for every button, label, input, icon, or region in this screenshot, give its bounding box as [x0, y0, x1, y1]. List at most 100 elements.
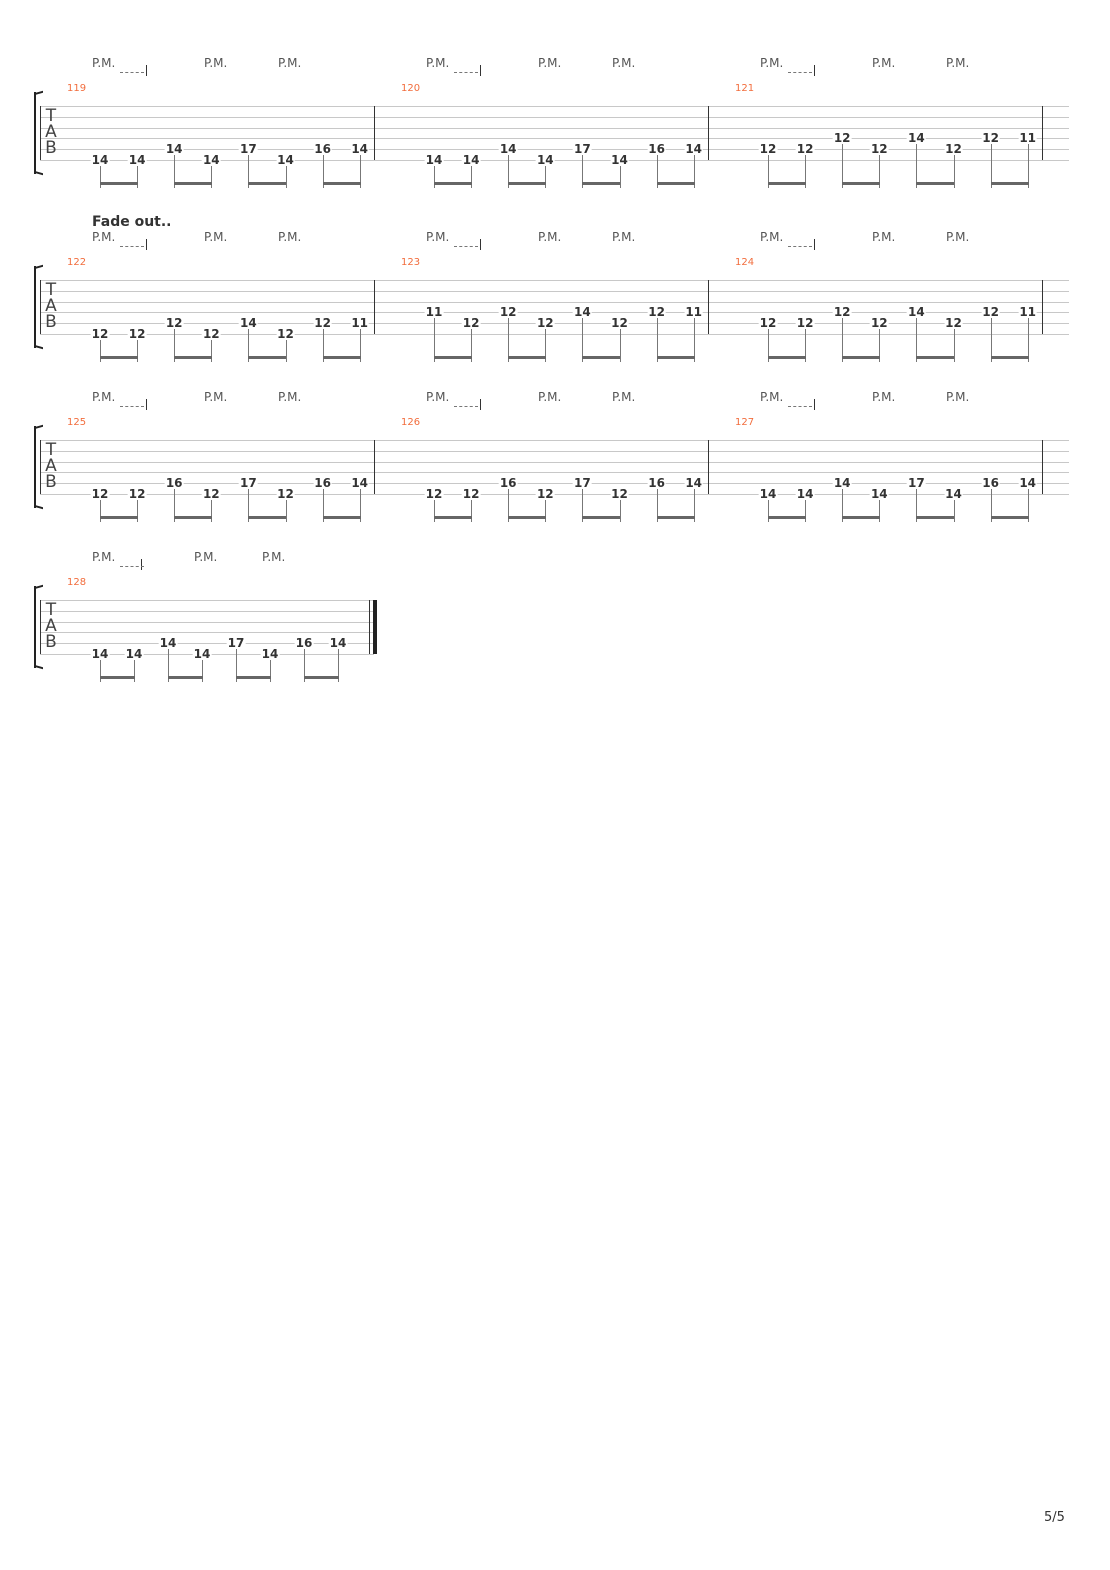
- system-bracket: [34, 92, 39, 174]
- palm-mute-label: P.M.: [612, 230, 636, 244]
- measure-number: 126: [401, 417, 421, 428]
- palm-mute-extension: [788, 65, 815, 76]
- measure-number: 122: [67, 257, 87, 268]
- palm-mute-label: P.M.: [946, 56, 970, 70]
- fret-number: 14: [907, 305, 926, 320]
- fret-number: 17: [239, 142, 258, 157]
- note-beam: [100, 676, 135, 679]
- note-beam: [508, 516, 547, 519]
- fret-number: 12: [610, 316, 629, 331]
- note-stem: [693, 489, 695, 522]
- note-beam: [842, 182, 881, 185]
- fret-number: 16: [164, 476, 184, 491]
- note-stem: [1027, 144, 1029, 188]
- note-stem: [304, 649, 305, 682]
- note-stem: [508, 155, 510, 188]
- note-beam: [508, 356, 547, 359]
- note-beam: [248, 356, 287, 359]
- fret-number: 14: [164, 142, 184, 157]
- palm-mute-label: P.M.: [538, 390, 562, 404]
- note-stem: [842, 489, 844, 522]
- note-stem: [879, 155, 881, 188]
- tab-clef-letter: A: [45, 616, 57, 636]
- note-stem: [168, 649, 169, 682]
- note-stem: [434, 500, 435, 522]
- note-stem: [137, 166, 139, 188]
- fret-number: 14: [461, 153, 481, 167]
- note-stem: [285, 500, 287, 522]
- note-stem: [211, 166, 213, 188]
- fret-number: 17: [239, 476, 258, 491]
- staff-line: [40, 440, 1069, 441]
- note-stem: [359, 329, 361, 362]
- note-stem: [359, 489, 361, 522]
- note-stem: [471, 329, 473, 362]
- fret-number: 12: [90, 487, 110, 501]
- palm-mute-label: P.M.: [538, 56, 562, 70]
- tab-clef-letter: T: [45, 600, 57, 620]
- staff-line: [40, 621, 374, 623]
- note-stem: [174, 489, 176, 522]
- note-stem: [842, 144, 844, 188]
- note-stem: [879, 500, 881, 522]
- fret-number: 14: [124, 647, 144, 661]
- fret-number: 14: [758, 487, 778, 501]
- fret-number: 14: [498, 142, 518, 157]
- fret-number: 11: [1018, 131, 1038, 146]
- fret-number: 12: [647, 305, 666, 320]
- palm-mute-label: P.M.: [946, 230, 970, 244]
- note-stem: [434, 318, 435, 362]
- fret-number: 14: [424, 153, 444, 167]
- system-bracket: [34, 426, 39, 508]
- note-stem: [248, 329, 250, 362]
- fret-number: 12: [869, 142, 889, 157]
- fret-number: 16: [498, 476, 518, 491]
- palm-mute-extension: [120, 65, 147, 76]
- fret-number: 14: [1018, 476, 1038, 491]
- barline: [40, 600, 41, 654]
- note-stem: [545, 329, 547, 362]
- palm-mute-label: P.M.: [426, 230, 450, 244]
- fret-number: 12: [127, 327, 147, 341]
- note-beam: [656, 516, 695, 519]
- fret-number: 12: [832, 131, 852, 146]
- staff-line: [40, 600, 374, 601]
- note-beam: [842, 516, 881, 519]
- note-stem: [768, 500, 769, 522]
- fret-number: 12: [944, 316, 963, 331]
- fret-number: 14: [350, 142, 370, 157]
- palm-mute-label: P.M.: [426, 56, 450, 70]
- tab-clef-letter: A: [45, 456, 57, 476]
- fret-number: 14: [610, 153, 629, 167]
- note-stem: [137, 340, 139, 362]
- note-beam: [916, 516, 955, 519]
- note-stem: [202, 660, 203, 682]
- palm-mute-extension: [120, 399, 147, 410]
- staff-line: [40, 334, 1069, 335]
- staff-line: [40, 127, 1069, 129]
- staff-line: [40, 138, 1069, 140]
- fret-number: 12: [535, 487, 555, 501]
- fade-out-annotation: Fade out..: [92, 214, 172, 230]
- palm-mute-label: P.M.: [278, 56, 302, 70]
- measure-number: 123: [401, 257, 421, 268]
- fret-number: 16: [313, 142, 332, 157]
- palm-mute-extension: [788, 239, 815, 250]
- fret-number: 14: [944, 487, 963, 501]
- fret-number: 11: [1018, 305, 1038, 320]
- note-stem: [805, 155, 807, 188]
- palm-mute-label: P.M.: [92, 56, 116, 70]
- fret-number: 12: [313, 316, 332, 331]
- note-beam: [434, 516, 473, 519]
- note-stem: [100, 660, 101, 682]
- note-beam: [248, 182, 287, 185]
- note-stem: [174, 329, 176, 362]
- note-beam: [168, 676, 203, 679]
- barline: [374, 106, 375, 160]
- note-stem: [879, 329, 881, 362]
- staff-line: [40, 290, 1069, 292]
- note-stem: [656, 155, 658, 188]
- note-beam: [582, 356, 621, 359]
- note-stem: [322, 155, 324, 188]
- note-stem: [359, 155, 361, 188]
